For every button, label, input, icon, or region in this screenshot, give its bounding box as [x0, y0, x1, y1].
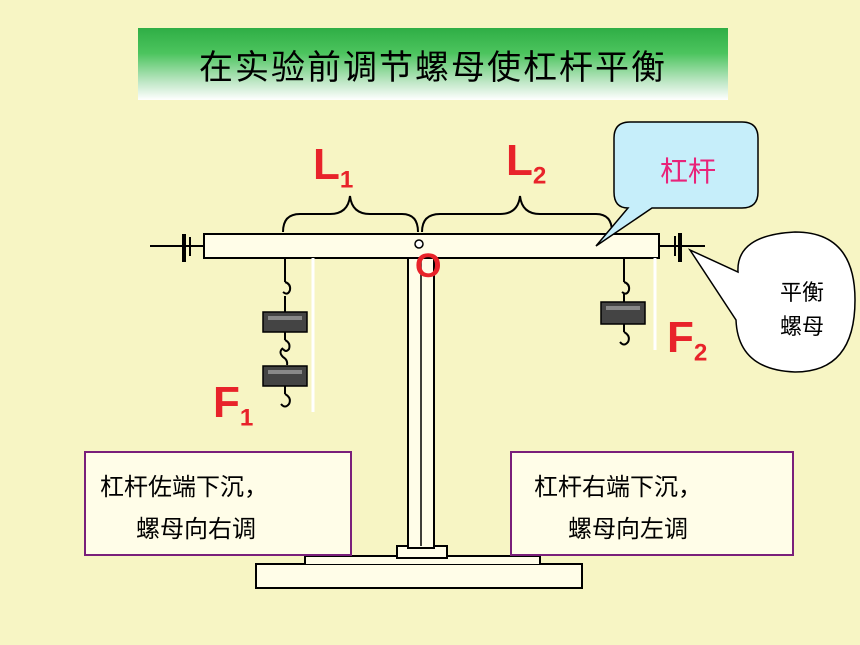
lever-callout-text: 杠杆 [659, 155, 716, 188]
right-weight [600, 258, 646, 346]
nut-callout-text: 平衡 螺母 [752, 277, 852, 345]
nut-callout-bubble [687, 231, 856, 373]
lever-callout-bubble [595, 121, 759, 247]
label-L1: L1 [313, 140, 353, 194]
label-L1-sub: 1 [339, 166, 354, 194]
pivot-label: O [415, 247, 442, 285]
left-weights [262, 258, 308, 408]
label-F2-sub: 2 [693, 339, 708, 367]
brace-L2 [421, 195, 613, 233]
title-banner: 在实验前调节螺母使杠杆平衡 [138, 28, 728, 100]
nut-callout-line1: 平衡 [779, 281, 824, 306]
label-F1-main: F [213, 378, 240, 427]
label-F1-sub: 1 [239, 404, 254, 432]
page-title: 在实验前调节螺母使杠杆平衡 [199, 47, 667, 88]
label-L1-main: L [313, 140, 340, 189]
brace-L1 [282, 195, 419, 233]
note-left-line2: 螺母向右调 [136, 515, 256, 543]
lever-bar [203, 233, 660, 259]
note-right-line2: 螺母向左调 [568, 515, 688, 543]
pivot-point [414, 239, 424, 249]
label-L2-sub: 2 [532, 162, 547, 190]
label-L2-main: L [506, 136, 533, 185]
note-right-line1: 杠杆右端下沉， [534, 473, 702, 501]
label-F2: F2 [667, 313, 707, 367]
note-left: 杠杆佐端下沉， 螺母向右调 [84, 451, 352, 556]
note-right: 杠杆右端下沉， 螺母向左调 [510, 451, 794, 556]
label-F1: F1 [213, 378, 253, 432]
label-L2: L2 [506, 136, 546, 190]
note-left-line1: 杠杆佐端下沉， [100, 473, 268, 501]
nut-callout-line2: 螺母 [779, 315, 824, 340]
label-F2-main: F [667, 313, 694, 362]
stand-base [255, 563, 583, 589]
